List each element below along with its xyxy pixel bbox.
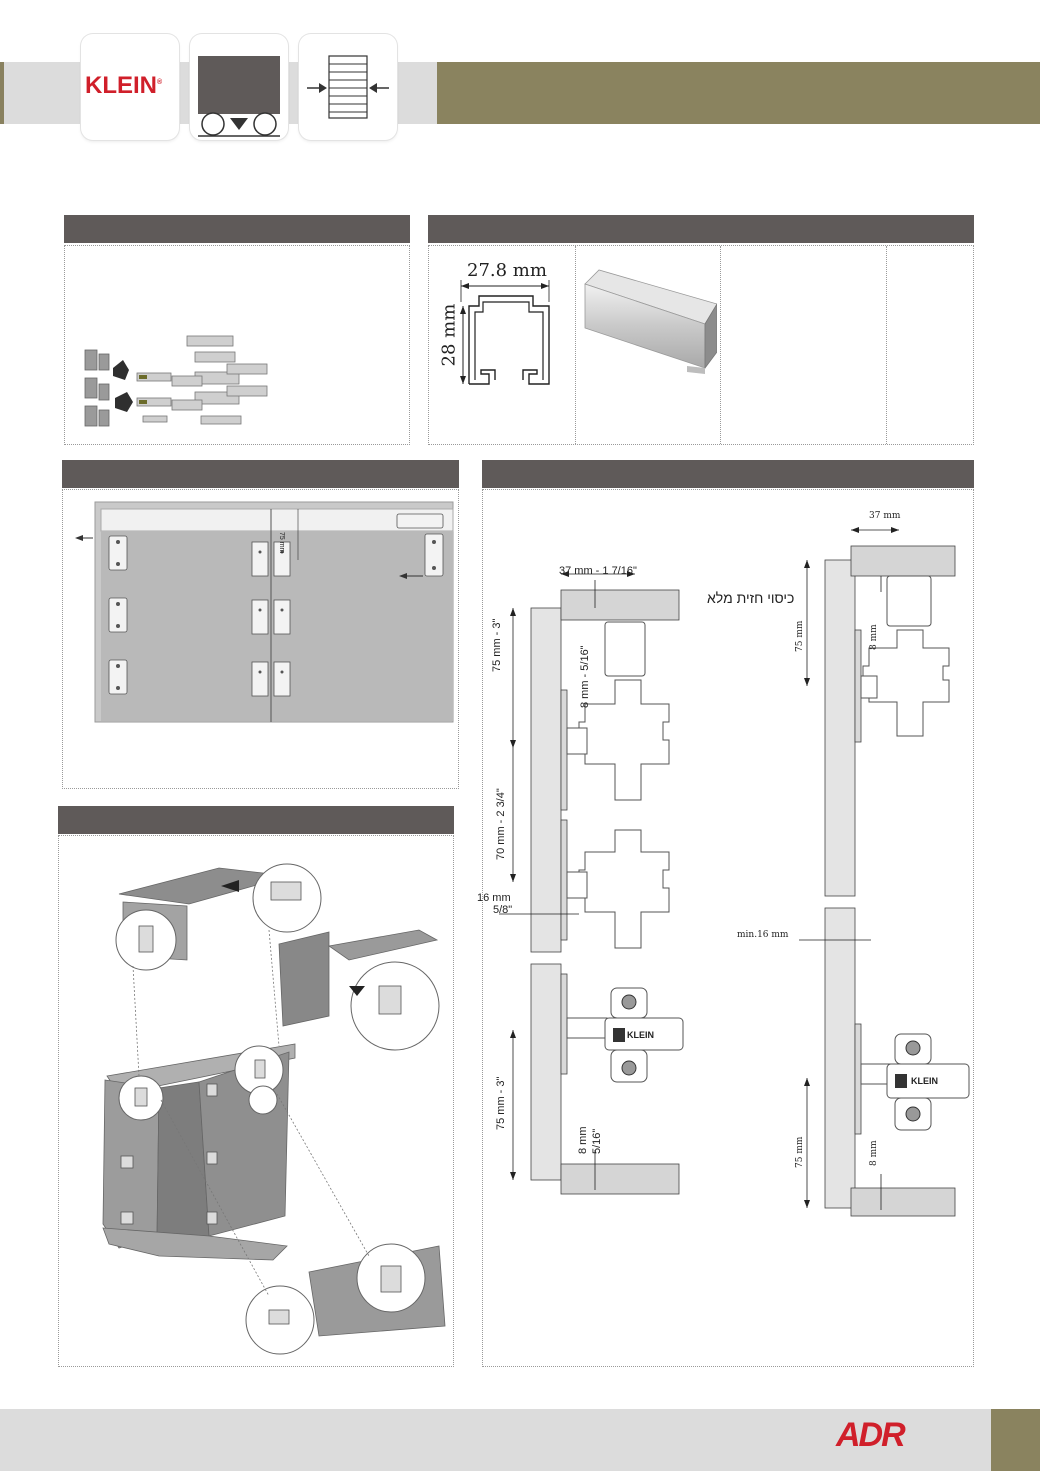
door-layout-drawing bbox=[75, 501, 454, 723]
assembly-drawing bbox=[102, 863, 446, 1355]
layout-panel: 75 mm bbox=[62, 489, 459, 789]
column-divider bbox=[575, 246, 576, 444]
full-overlay-caption: כיסוי חזית מלא bbox=[707, 590, 795, 606]
profile-width-label: 27.8 mm bbox=[467, 260, 547, 281]
left-bottom-gap-mm-label: 8 mm bbox=[577, 1126, 589, 1155]
kit-section-header bbox=[64, 215, 410, 243]
assembly-panel bbox=[58, 835, 454, 1367]
left-lower-spacing-label: 75 mm - 3" bbox=[495, 1076, 507, 1130]
adr-logo: ADR bbox=[836, 1416, 906, 1454]
right-gap-label: 8 mm bbox=[869, 624, 879, 650]
left-bottom-gap-in-label: 5/16" bbox=[591, 1128, 603, 1154]
assembly-section-header bbox=[58, 806, 454, 834]
column-divider bbox=[720, 246, 721, 444]
install-drawing bbox=[499, 527, 970, 1217]
left-side-in-label: 5/8" bbox=[493, 904, 513, 916]
klein-logo: KLEIN® bbox=[85, 72, 162, 100]
install-section-header bbox=[482, 460, 974, 488]
column-divider bbox=[886, 246, 887, 444]
klein-logo-text: KLEIN bbox=[85, 72, 157, 99]
klein-logo-tab: KLEIN® bbox=[81, 34, 179, 140]
title-bar bbox=[437, 62, 1040, 124]
right-bottom-gap-label: 8 mm bbox=[869, 1140, 879, 1166]
profile-section-drawing bbox=[460, 280, 550, 385]
top-band-accent bbox=[0, 62, 4, 124]
left-upper-spacing-label: 75 mm - 3" bbox=[491, 618, 503, 672]
footer-band bbox=[0, 1409, 1040, 1471]
layout-section-header bbox=[62, 460, 459, 488]
folding-panel-icon bbox=[307, 55, 389, 119]
right-hinge-brand-label: KLEIN bbox=[911, 1076, 938, 1086]
top-offset-label: 75 mm bbox=[278, 532, 285, 554]
profile-section-header bbox=[428, 215, 974, 243]
profile-photo bbox=[584, 269, 717, 374]
right-min-label: min.16 mm bbox=[737, 930, 789, 940]
left-gap-label: 8 mm - 5/16" bbox=[579, 645, 591, 708]
right-upper-spacing-label: 75 mm bbox=[795, 620, 805, 652]
footer-olive-block bbox=[991, 1409, 1040, 1471]
install-panel: 37 mm - 1 7/16" 75 mm - 3" 8 mm - 5/16" … bbox=[477, 489, 974, 1367]
folding-panel-icon-tab bbox=[299, 34, 397, 140]
sliding-door-icon-tab bbox=[190, 34, 288, 140]
profile-panel: 27.8 mm 28 mm bbox=[428, 245, 974, 445]
left-side-mm-label: 16 mm bbox=[477, 892, 511, 904]
hardware-kit-image bbox=[84, 335, 268, 427]
right-top-width-label: 37 mm bbox=[869, 511, 901, 521]
left-top-width-label: 37 mm - 1 7/16" bbox=[559, 565, 637, 577]
left-hinge-brand-label: KLEIN bbox=[627, 1030, 654, 1040]
left-middle-spacing-label: 70 mm - 2 3/4" bbox=[495, 788, 507, 860]
right-lower-spacing-label: 75 mm bbox=[795, 1136, 805, 1168]
registered-mark: ® bbox=[157, 79, 163, 86]
kit-panel bbox=[64, 245, 410, 445]
sliding-door-icon bbox=[198, 56, 280, 137]
